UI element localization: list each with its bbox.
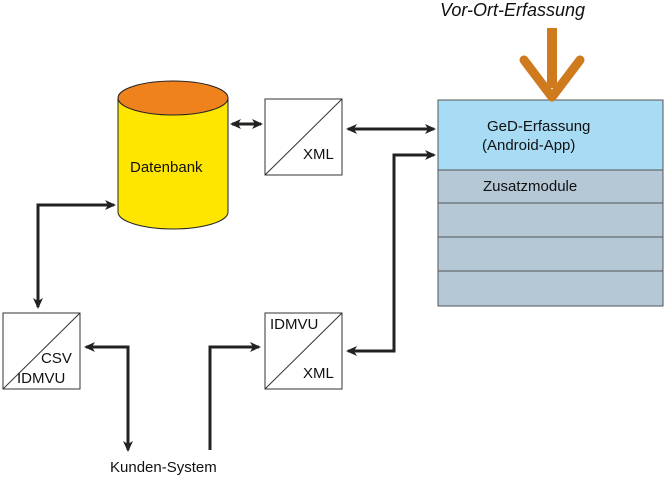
- app-block: [437, 99, 664, 307]
- app-title-line1: GeD-Erfassung: [487, 118, 591, 135]
- database-cylinder: [117, 80, 229, 230]
- connector-client-idmvu: [208, 342, 261, 450]
- app-modules-label: Zusatzmodule: [483, 178, 578, 195]
- converter-csv-idmvu: [2, 312, 81, 390]
- connector-csv-client: [84, 342, 133, 452]
- connectors: [33, 119, 436, 452]
- converter-idmvu-xml-idmvu-label: IDMVU: [270, 316, 319, 333]
- converter-idmvu-label: IDMVU: [17, 370, 66, 387]
- source-label: Vor-Ort-Erfassung: [440, 0, 586, 20]
- converter-xml-top: [264, 98, 343, 176]
- converter-xml-top-label: XML: [303, 146, 334, 163]
- connector-idmvu-app: [346, 150, 436, 356]
- converter-idmvu-xml: [264, 312, 343, 390]
- converter-csv-label: CSV: [41, 350, 72, 367]
- database-label: Datenbank: [130, 159, 203, 176]
- input-arrow: [519, 28, 585, 102]
- connector-db-csv: [33, 200, 116, 309]
- app-title-line2: (Android-App): [482, 137, 576, 154]
- client-label: Kunden-System: [110, 459, 217, 476]
- converter-idmvu-xml-xml-label: XML: [303, 365, 334, 382]
